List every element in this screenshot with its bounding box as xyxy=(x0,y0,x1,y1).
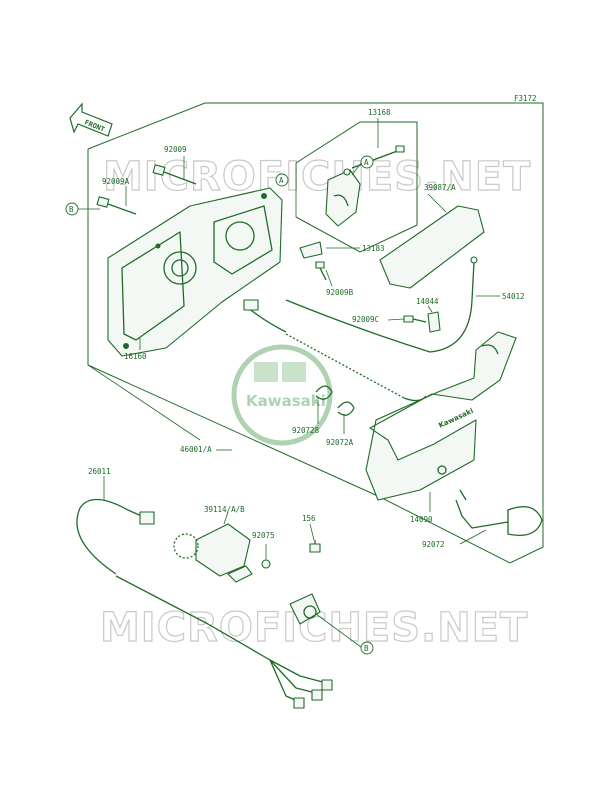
cover-39087a xyxy=(379,205,485,289)
label-39114ab: 39114/A/B xyxy=(204,505,245,514)
bolt-92009a xyxy=(96,196,137,215)
logo-text: Kawasaki xyxy=(246,392,326,410)
clip-920728 xyxy=(315,385,333,400)
watermark-top: MICROFICHES.NET xyxy=(103,154,531,200)
wire-harness-lower xyxy=(115,575,333,709)
label-46001a: 46001/A xyxy=(180,445,212,454)
label-14044: 14044 xyxy=(416,297,439,306)
case-16160 xyxy=(107,187,283,357)
screw-92009c xyxy=(403,315,427,323)
label-14090: 14090 xyxy=(410,515,433,524)
label-92009a: 92009A xyxy=(102,177,130,186)
handle-14090: Kawasaki xyxy=(365,331,517,501)
label-92072: 92072 xyxy=(422,540,445,549)
label-920728: 920728 xyxy=(292,426,320,435)
label-16160: 16160 xyxy=(124,352,147,361)
bracket-14044 xyxy=(427,311,441,333)
svg-text:A: A xyxy=(364,158,369,167)
label-54012: 54012 xyxy=(502,292,525,301)
callout-a-1: A xyxy=(275,173,289,187)
label-92009: 92009 xyxy=(164,145,187,154)
kawasaki-logo: Kawasaki xyxy=(231,344,333,446)
subframe-13168 xyxy=(295,121,418,253)
svg-text:B: B xyxy=(364,644,369,653)
label-92075: 92075 xyxy=(252,531,275,540)
svg-text:B: B xyxy=(69,205,74,214)
clamp-92072 xyxy=(455,489,543,537)
label-13183: 13183 xyxy=(362,244,385,253)
label-92009b: 92009B xyxy=(326,288,354,297)
callout-a-2: A xyxy=(360,155,374,169)
clip-92072a xyxy=(337,401,355,416)
label-92009c: 92009C xyxy=(352,315,379,324)
bolt-92009 xyxy=(152,164,197,185)
leader-lines xyxy=(103,118,500,648)
cable-54012 xyxy=(285,261,475,353)
label-26011: 26011 xyxy=(88,467,111,476)
callout-b-2: B xyxy=(360,641,374,655)
svg-text:A: A xyxy=(279,176,284,185)
switch-39114 xyxy=(173,523,253,583)
bolt-92009b xyxy=(315,261,327,281)
plate-13183 xyxy=(299,241,323,259)
cable-26011 xyxy=(76,498,155,575)
label-92072a: 92072A xyxy=(326,438,354,447)
harness-spring xyxy=(243,299,427,402)
screw-92075 xyxy=(261,559,271,569)
label-39087a: 39087/A xyxy=(424,183,456,192)
label-13168: 13168 xyxy=(368,108,391,117)
lever-13168 xyxy=(325,145,405,227)
label-156: 156 xyxy=(302,514,316,523)
figure-code: F3172 xyxy=(514,94,537,103)
bolt-156 xyxy=(309,540,321,553)
callout-b-1: B xyxy=(65,202,79,216)
front-arrow-icon: FRONT xyxy=(69,102,113,137)
assembly-frame xyxy=(87,102,544,564)
